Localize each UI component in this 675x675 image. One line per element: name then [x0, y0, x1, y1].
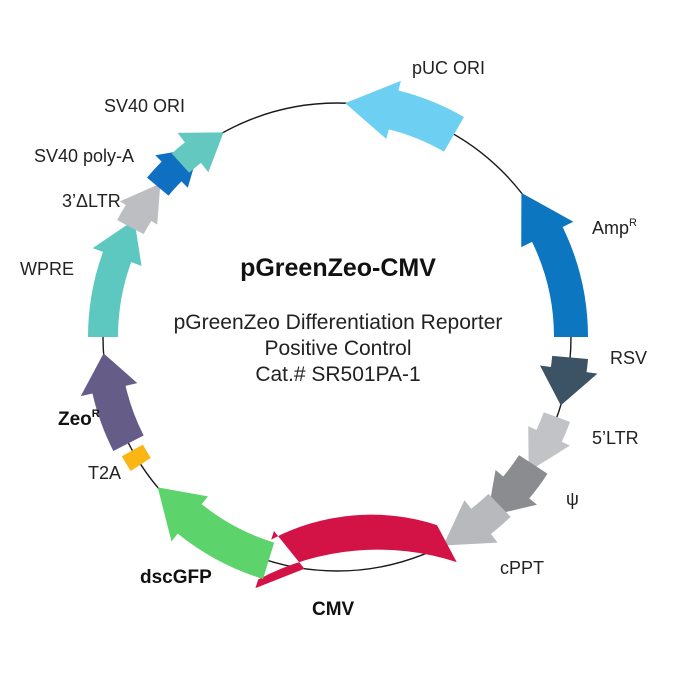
- plasmid-subtitle-line1: pGreenZeo Differentiation Reporter: [174, 311, 503, 334]
- feature-arrow-ltr3: [117, 183, 161, 235]
- label-5ltr: 5’LTR: [592, 428, 639, 448]
- feature-arrow-ampr: [521, 192, 588, 337]
- feature-arrow-t2a: [121, 444, 151, 471]
- label-rsv: RSV: [610, 348, 647, 368]
- feature-arrow-cppt: [443, 493, 511, 546]
- feature-arrow-ltr5: [528, 412, 571, 472]
- label-sv40-ori: SV40 ORI: [104, 96, 185, 116]
- label-t2a: T2A: [88, 463, 121, 483]
- feature-arrow-sv40ori: [171, 132, 224, 173]
- label-psi: ψ: [566, 489, 579, 509]
- label-3ltr: 3’ΔLTR: [62, 191, 121, 211]
- feature-arrow-zeor: [80, 353, 144, 451]
- label-puc-ori: pUC ORI: [412, 58, 485, 78]
- label-ampr: AmpR: [592, 217, 637, 238]
- label-wpre: WPRE: [20, 259, 74, 279]
- label-sv40-polya: SV40 poly-A: [34, 146, 134, 166]
- feature-arrow-rsv: [540, 355, 598, 406]
- feature-arrow-cmv: [255, 514, 457, 589]
- plasmid-subtitle-line2: Positive Control: [264, 337, 411, 360]
- plasmid-title: pGreenZeo-CMV: [240, 254, 436, 282]
- label-dscgfp: dscGFP: [140, 567, 212, 588]
- feature-arrows: [80, 80, 598, 589]
- feature-arrow-psi: [487, 455, 548, 517]
- feature-arrow-wpre: [88, 220, 142, 337]
- feature-arrow-puc-ori: [345, 80, 464, 152]
- label-cmv: CMV: [312, 599, 355, 620]
- label-zeor: ZeoR: [58, 408, 100, 430]
- plasmid-catalog-number: Cat.# SR501PA-1: [255, 363, 420, 386]
- feature-arrow-dscgfp: [157, 487, 275, 579]
- label-cppt: cPPT: [500, 558, 544, 578]
